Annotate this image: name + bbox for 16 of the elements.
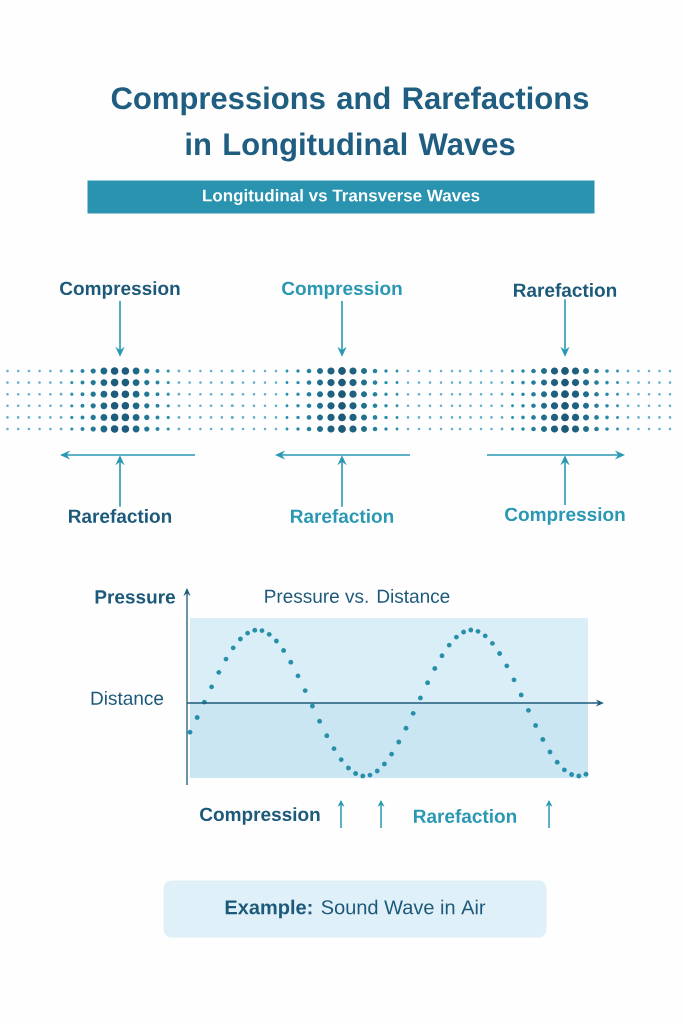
- wave-label: Rarefaction: [414, 809, 517, 823]
- wave-label: Compression: [505, 507, 625, 525]
- title: Compressions and Rarefactions in Longitudinal Waves: [111, 86, 589, 162]
- particle-dots-drawing: [6, 367, 234, 460]
- wave-label: Compression: [200, 807, 320, 825]
- example-box: Example: Sound Wave in Air: [163, 880, 547, 938]
- wave-label: Compression: [60, 281, 180, 299]
- wave-label: Rarefaction: [69, 509, 172, 523]
- title-band: Longitudinal vs Transverse Waves: [87, 180, 595, 214]
- particle-dots-drawing: [230, 367, 454, 460]
- axis-label: Pressure: [95, 590, 175, 604]
- wave-label: Rarefaction: [291, 509, 394, 523]
- axis-label: Distance: [91, 691, 164, 705]
- wave-label: Rarefaction: [514, 283, 617, 297]
- wave-label: Compression: [282, 281, 402, 299]
- chart-title: Pressure vs. Distance: [265, 589, 450, 603]
